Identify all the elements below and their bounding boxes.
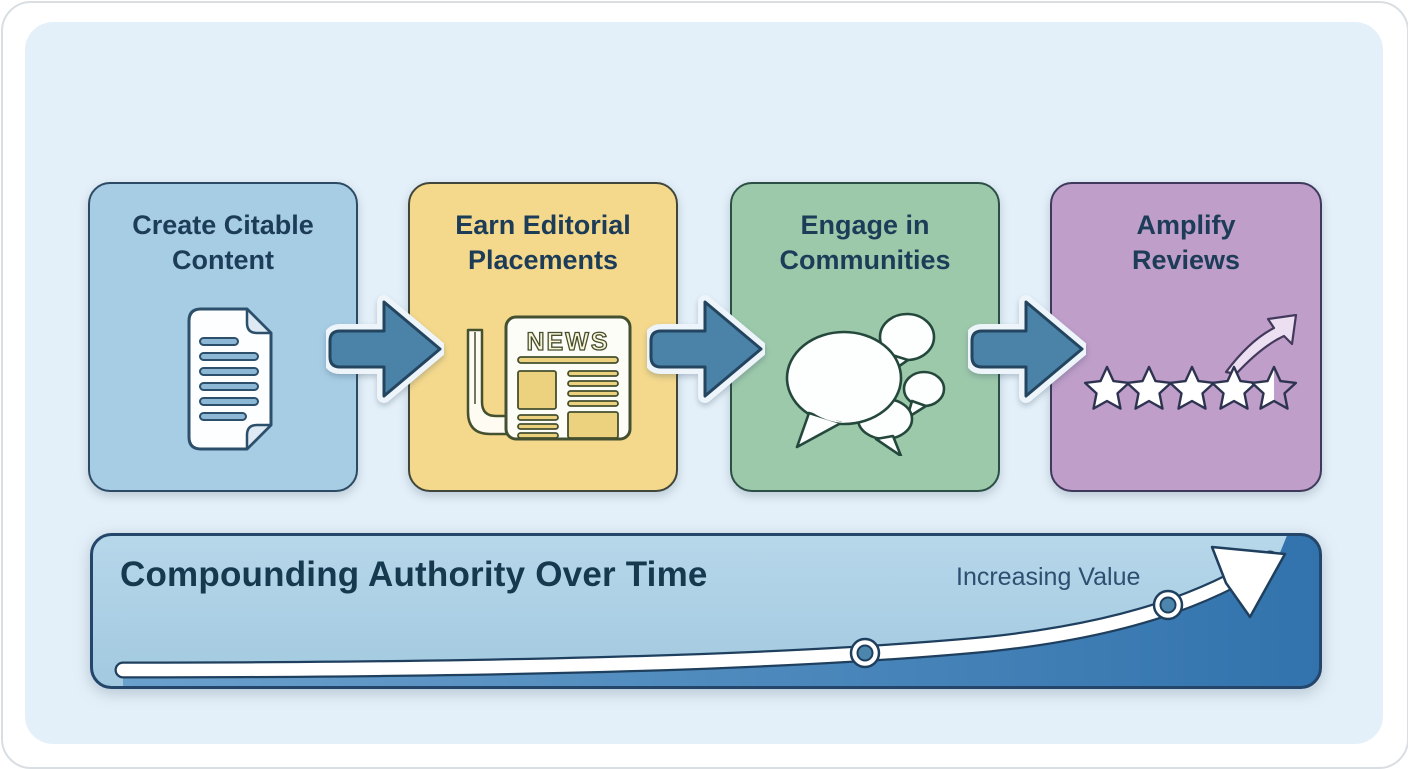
- step-title: Engage in Communities: [779, 210, 951, 276]
- growth-arrow-icon: [1224, 314, 1298, 376]
- chat-bubbles-icon: [785, 312, 946, 456]
- step-card-create-citable-content: Create Citable Content: [88, 182, 358, 492]
- flow-arrow-icon: [968, 295, 1086, 403]
- area-under-curve: [123, 534, 1321, 688]
- growth-curve-chart: [90, 533, 1322, 689]
- compounding-authority-banner: Compounding Authority Over Time Increasi…: [90, 533, 1322, 689]
- flow-arrow-icon: [647, 295, 765, 403]
- arrowhead-icon: [1210, 545, 1287, 619]
- banner-annotation: Increasing Value: [956, 563, 1141, 591]
- news-headline: NEWS: [527, 328, 610, 356]
- newspaper-icon: NEWS: [466, 315, 632, 441]
- banner-title: Compounding Authority Over Time: [120, 555, 708, 594]
- step-card-earn-editorial-placements: Earn Editorial Placements NEWS: [408, 182, 678, 492]
- step-card-amplify-reviews: Amplify Reviews: [1050, 182, 1322, 492]
- flow-arrow-icon: [326, 295, 444, 403]
- step-title: Amplify Reviews: [1131, 210, 1241, 276]
- step-title: Earn Editorial Placements: [455, 210, 631, 276]
- star-rating-icon: [1083, 365, 1298, 410]
- curve-marker: [1152, 589, 1184, 621]
- document-icon: [187, 307, 273, 451]
- step-card-engage-in-communities: Engage in Communities: [730, 182, 1000, 492]
- step-title: Create Citable Content: [132, 210, 314, 276]
- curve-marker: [849, 637, 881, 669]
